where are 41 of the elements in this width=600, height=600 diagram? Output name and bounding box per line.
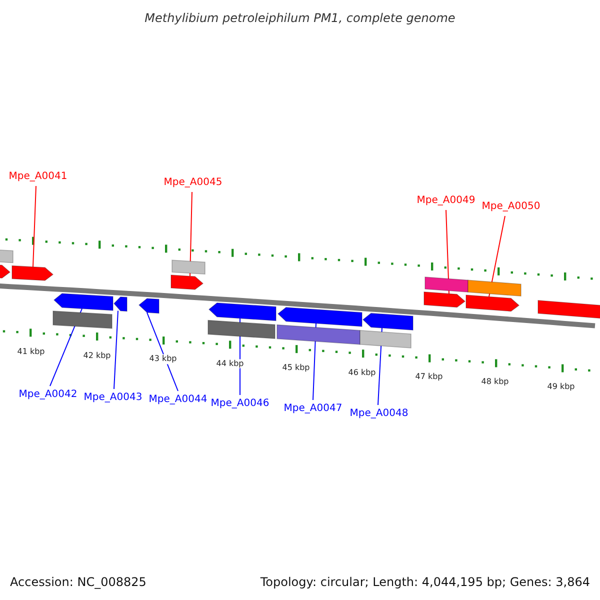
scale-label: 41 kbp bbox=[16, 346, 46, 357]
gene-feature bbox=[138, 298, 160, 314]
gene-bar bbox=[172, 260, 206, 275]
scale-label: 48 kbp bbox=[480, 377, 510, 387]
gene-bar bbox=[360, 330, 412, 348]
scale-label: 47 kbp bbox=[414, 372, 444, 382]
gene-bar bbox=[424, 276, 468, 293]
gene-feature bbox=[170, 274, 204, 290]
accession-label: Accession: NC_008825 bbox=[10, 574, 146, 590]
gene-bar bbox=[538, 300, 600, 320]
gene-bar bbox=[0, 249, 14, 264]
gene-feature bbox=[277, 307, 362, 327]
scale-label: 43 kbp bbox=[148, 354, 178, 364]
scale-label: 42 kbp bbox=[82, 350, 112, 360]
genome-summary: Topology: circular; Length: 4,044,195 bp; Genes: 3,864 bbox=[260, 574, 590, 590]
gene-label: Mpe_A0042 bbox=[18, 389, 78, 401]
gene-label: Mpe_A0046 bbox=[210, 398, 270, 410]
gene-label: Mpe_A0043 bbox=[84, 392, 142, 404]
gene-label: Mpe_A0048 bbox=[350, 408, 408, 420]
leader-line bbox=[146, 312, 178, 392]
gene-feature bbox=[466, 294, 520, 312]
gene-bar bbox=[468, 280, 522, 297]
leader-line bbox=[114, 310, 118, 390]
gene-feature bbox=[362, 312, 414, 331]
gene-label: Mpe_A0047 bbox=[284, 403, 342, 415]
gene-label: Mpe_A0049 bbox=[416, 195, 476, 207]
gene-bar bbox=[208, 320, 276, 340]
gene-label: Mpe_A0044 bbox=[148, 394, 208, 406]
gene-bar bbox=[52, 310, 112, 329]
scale-label: 46 kbp bbox=[347, 368, 377, 378]
title: Methylibium petroleiphilum PM1, complete genome bbox=[144, 10, 456, 26]
gene-bar bbox=[276, 324, 360, 345]
leader-line bbox=[32, 186, 36, 268]
gene-feature bbox=[424, 291, 466, 308]
scale-label: 45 kbp bbox=[281, 363, 311, 373]
gene-label: Mpe_A0041 bbox=[8, 171, 68, 183]
gene-feature bbox=[208, 302, 276, 322]
gene-label: Mpe_A0045 bbox=[164, 177, 222, 189]
scale-label: 49 kbp bbox=[546, 382, 576, 392]
gene-label: Mpe_A0050 bbox=[482, 201, 540, 213]
scale-label: 44 kbp bbox=[215, 358, 245, 368]
